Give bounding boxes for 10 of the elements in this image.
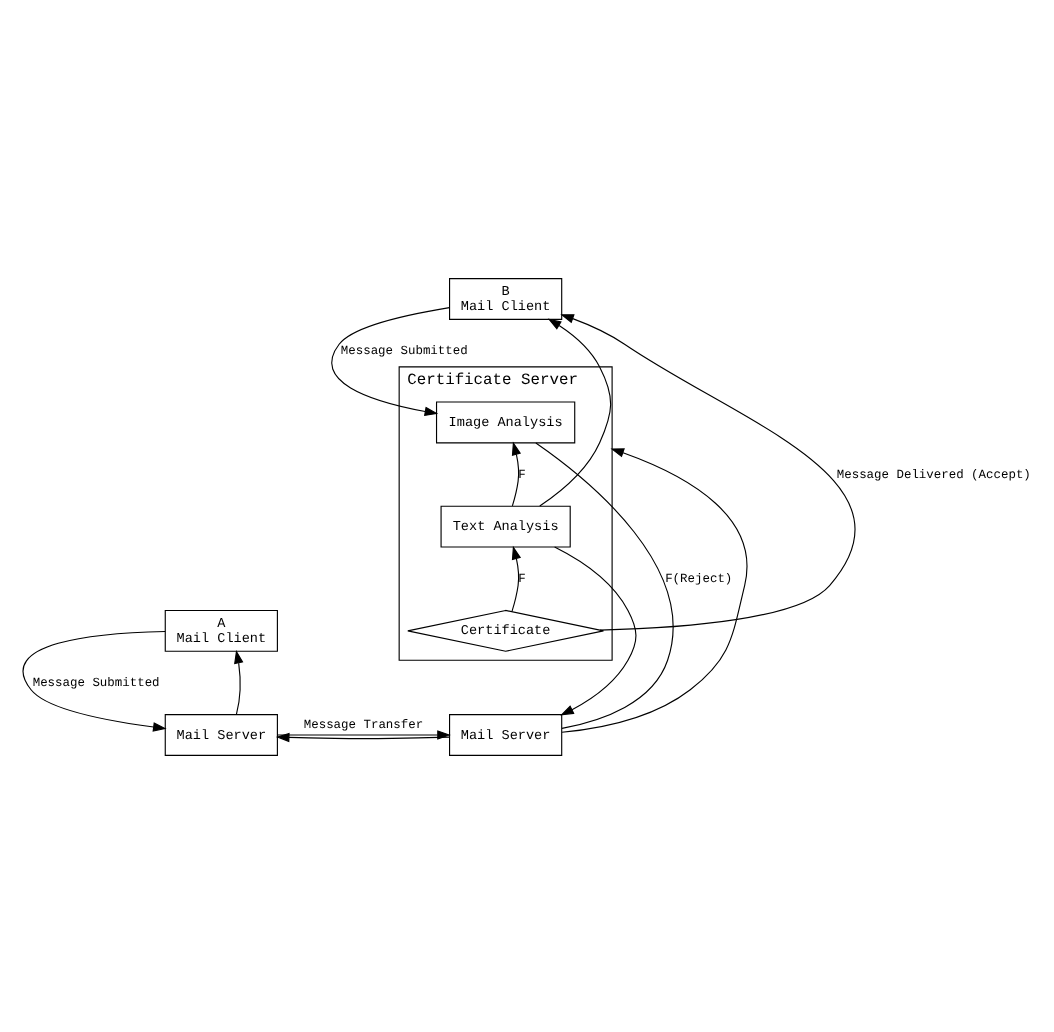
arrow	[21, 629, 166, 731]
arrow	[553, 545, 636, 715]
arrow	[538, 317, 611, 506]
arrow	[560, 447, 747, 732]
arrow	[233, 648, 243, 714]
arrow	[559, 313, 855, 630]
connector	[534, 441, 673, 728]
arrow	[510, 544, 521, 612]
arrow	[330, 306, 449, 416]
arrow	[510, 440, 521, 506]
